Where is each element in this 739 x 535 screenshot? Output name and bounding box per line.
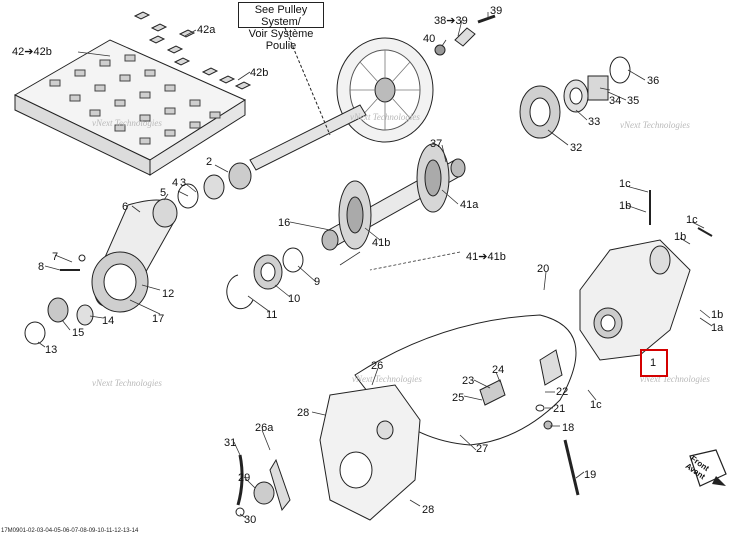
label-1c-bottom: 1c — [590, 399, 602, 411]
label-10: 10 — [288, 293, 300, 305]
watermark: vNext Technologies — [620, 120, 690, 130]
label-42a: 42a — [197, 24, 216, 36]
label-14: 14 — [102, 315, 114, 327]
label-30: 30 — [244, 514, 256, 526]
label-18: 18 — [562, 422, 574, 434]
label-5: 5 — [160, 187, 166, 199]
label-4: 4 — [172, 177, 178, 189]
label-1a: 1a — [711, 322, 724, 334]
label-22: 22 — [556, 386, 568, 398]
label-6: 6 — [122, 201, 128, 213]
label-34: 34 — [609, 95, 621, 107]
drive-axle — [321, 143, 466, 251]
watermark: vNext Technologies — [92, 118, 162, 128]
chain-and-sprockets — [24, 162, 252, 345]
label-1b-right: 1b — [711, 309, 723, 321]
callout-line-1: See Pulley System/ — [254, 4, 308, 28]
label-21: 21 — [553, 403, 565, 415]
label-38-39: 38➔39 — [434, 15, 468, 27]
label-16: 16 — [278, 217, 290, 229]
label-37: 37 — [430, 138, 442, 150]
label-20: 20 — [537, 263, 549, 275]
part-labels: 42➔42b 42a 42b 38➔39 39 40 36 35 34 33 3… — [12, 5, 724, 526]
callout-line-2: Voir Système Poulie — [248, 28, 314, 52]
callout-leader — [284, 27, 331, 136]
label-29: 29 — [238, 472, 250, 484]
label-33: 33 — [588, 116, 600, 128]
gasket — [354, 314, 577, 446]
label-31: 31 — [224, 437, 236, 449]
highlight-box — [640, 349, 668, 377]
label-13: 13 — [45, 344, 57, 356]
label-1c-right: 1c — [686, 214, 698, 226]
label-9: 9 — [314, 276, 320, 288]
label-40: 40 — [423, 33, 435, 45]
label-1c-top: 1c — [619, 178, 631, 190]
pulley-system-callout: See Pulley System/ Voir Système Poulie — [238, 2, 324, 52]
label-12: 12 — [162, 288, 174, 300]
label-1: 1 — [650, 357, 656, 369]
label-28-left: 28 — [297, 407, 309, 419]
label-11: 11 — [266, 309, 277, 321]
label-41b: 41b — [372, 237, 390, 249]
chaincase-cover — [319, 384, 421, 521]
watermark: vNext Technologies — [92, 378, 162, 388]
label-41-41b: 41➔41b — [466, 251, 506, 263]
label-28-bottom: 28 — [422, 504, 434, 516]
label-1b-top: 1b — [619, 200, 631, 212]
label-15: 15 — [72, 327, 84, 339]
watermark: vNext Technologies — [350, 112, 420, 122]
label-19: 19 — [584, 469, 596, 481]
track-clips — [133, 11, 252, 90]
bearing-parts-upper-right — [434, 14, 631, 139]
label-8: 8 — [38, 261, 44, 273]
label-32: 32 — [570, 142, 582, 154]
label-1b-mid: 1b — [674, 231, 686, 243]
label-36: 36 — [647, 75, 659, 87]
tensioner-parts — [479, 349, 580, 496]
label-25: 25 — [452, 392, 464, 404]
seals — [226, 247, 304, 310]
watermark: vNext Technologies — [352, 374, 422, 384]
label-26: 26 — [371, 360, 383, 372]
label-2: 2 — [206, 156, 212, 168]
label-42-42b: 42➔42b — [12, 46, 52, 58]
watermark: vNext Technologies — [640, 374, 710, 384]
track-slider-plate — [13, 39, 247, 176]
label-24: 24 — [492, 364, 504, 376]
label-3: 3 — [180, 177, 186, 189]
chaincase-housing — [579, 190, 713, 361]
label-35: 35 — [627, 95, 639, 107]
label-23: 23 — [462, 375, 474, 387]
front-arrow-icon — [689, 449, 727, 487]
label-27: 27 — [476, 443, 488, 455]
label-39: 39 — [490, 5, 502, 17]
dipstick-parts — [235, 454, 291, 517]
leader-lines — [37, 12, 713, 519]
pulley-shaft — [249, 104, 367, 171]
label-42b: 42b — [250, 67, 268, 79]
figure-code: 17M0901-02-03-04-05-06-07-08-09-10-11-12… — [1, 528, 139, 534]
pulley — [336, 37, 434, 143]
label-17: 17 — [152, 313, 164, 325]
label-26a: 26a — [255, 422, 274, 434]
label-7: 7 — [52, 251, 58, 263]
label-41a: 41a — [460, 199, 479, 211]
